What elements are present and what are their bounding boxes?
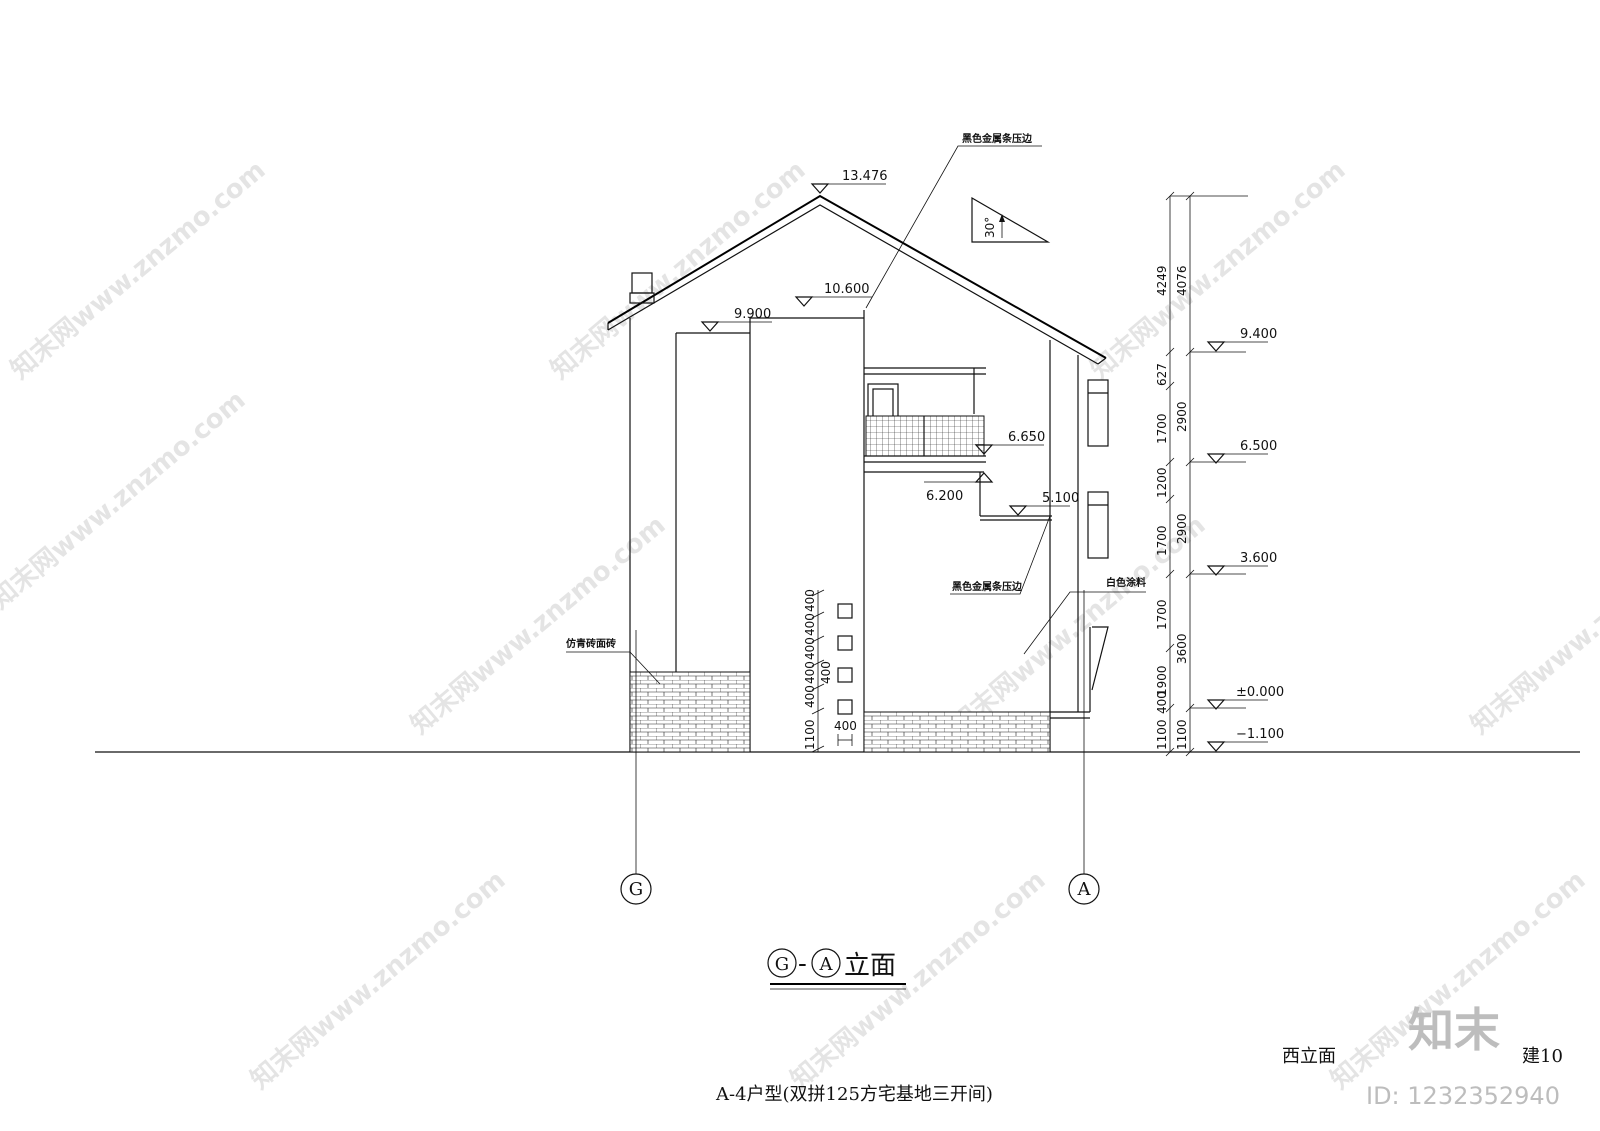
left-dimension-chain: 400 400 400 400 400 400 1100 400	[803, 589, 857, 753]
leader-labels: 黑色金属条压边 黑色金属条压边 白色涂料 仿青砖面砖	[566, 132, 1146, 685]
right-elevation-markers: 9.400 6.500 3.600 ±0.000 −1.100	[1190, 327, 1284, 752]
dim-left-4: 400	[803, 661, 817, 684]
dim-left-3: 400	[803, 637, 817, 660]
label-brick-tile: 仿青砖面砖	[566, 637, 616, 650]
dim-right-outer-5: 1100	[1175, 719, 1189, 750]
elev-balcony-floor: 6.200	[926, 489, 963, 504]
dim-right-inner-1: 4249	[1155, 265, 1169, 296]
dim-right-outer-1: 4076	[1175, 265, 1189, 296]
elev-650: 6.500	[1240, 439, 1277, 454]
dim-left-1: 400	[803, 589, 817, 612]
elev-neg: −1.100	[1236, 727, 1284, 742]
title-axis-right: A	[819, 954, 834, 975]
dim-right-outer-4: 3600	[1175, 633, 1189, 664]
balcony-railing	[865, 415, 985, 457]
right-dimension-chain: 4249 627 1700 1200 1700 1700 1900 400 11…	[1155, 191, 1248, 757]
title-dash: -	[798, 949, 807, 979]
brand-watermark: 知末	[1408, 1003, 1500, 1057]
watermark-text: 知末网www.znzmo.com	[0, 385, 251, 615]
elev-360: 3.600	[1240, 551, 1277, 566]
drawing-title: G - A 立面	[767, 948, 906, 990]
roof-slope-indicator: 30°	[971, 196, 1051, 243]
watermark-text: 知末网www.znzmo.com	[1465, 510, 1600, 740]
elev-ridge: 13.476	[842, 169, 888, 184]
axis-markers: G A	[620, 590, 1100, 905]
elev-000: ±0.000	[1236, 685, 1284, 700]
label-metal-strip-mid: 黑色金属条压边	[952, 580, 1023, 593]
brick-plinth-right	[863, 711, 1051, 753]
canopy	[979, 472, 1052, 521]
dim-right-inner-5: 1700	[1155, 525, 1169, 556]
title-text: 立面	[844, 951, 896, 981]
dim-right-inner-6: 1700	[1155, 599, 1169, 630]
dim-bottom: 400	[834, 719, 857, 733]
dim-left-6: 400	[819, 661, 833, 684]
dim-right-inner-2: 627	[1155, 363, 1169, 386]
drawing-caption: A-4户型(双拼125方宅基地三开间)	[715, 1084, 993, 1105]
balcony	[864, 367, 986, 473]
dim-left-7: 1100	[803, 719, 817, 750]
dim-right-inner-4: 1200	[1155, 467, 1169, 498]
dim-right-inner-8: 400	[1155, 691, 1169, 714]
vent-squares	[837, 603, 853, 715]
brick-plinth-left	[629, 671, 751, 753]
watermark-text: 知末网www.znzmo.com	[1085, 155, 1351, 385]
watermark-text: 知末网www.znzmo.com	[245, 865, 511, 1095]
roof	[607, 194, 1107, 365]
watermark-text: 知末网www.znzmo.com	[545, 155, 811, 385]
dim-left-5: 400	[803, 685, 817, 708]
axis-left: G	[629, 879, 643, 900]
elev-canopy: 5.100	[1042, 491, 1079, 506]
dim-right-inner-7: 1900	[1155, 665, 1169, 696]
elev-940: 9.400	[1240, 327, 1277, 342]
dim-right-outer-2: 2900	[1175, 401, 1189, 432]
watermark-text: 知末网www.znzmo.com	[5, 155, 271, 385]
label-metal-strip-top: 黑色金属条压边	[962, 132, 1033, 145]
title-axis-left: G	[775, 954, 789, 975]
elev-eave-low: 9.900	[734, 307, 771, 322]
dim-right-inner-3: 1700	[1155, 413, 1169, 444]
dim-right-outer-3: 2900	[1175, 513, 1189, 544]
elev-eave-high: 10.600	[824, 282, 870, 297]
walls	[629, 310, 1090, 752]
sheet-number: 建10	[1522, 1046, 1563, 1067]
elev-balcony-top: 6.650	[1008, 430, 1045, 445]
label-white-paint: 白色涂料	[1106, 576, 1146, 589]
sheet-name: 西立面	[1282, 1046, 1336, 1067]
dim-right-inner-9: 1100	[1155, 719, 1169, 750]
axis-right: A	[1077, 879, 1092, 900]
dim-left-2: 400	[803, 613, 817, 636]
id-watermark: ID: 1232352940	[1366, 1082, 1560, 1110]
elevation-markers: 13.476 10.600 9.900 6.650 6.200 5.100	[700, 169, 1079, 516]
watermark-text: 知末网www.znzmo.com	[785, 865, 1051, 1095]
roof-angle: 30°	[983, 217, 997, 238]
side-windows	[1087, 379, 1109, 712]
